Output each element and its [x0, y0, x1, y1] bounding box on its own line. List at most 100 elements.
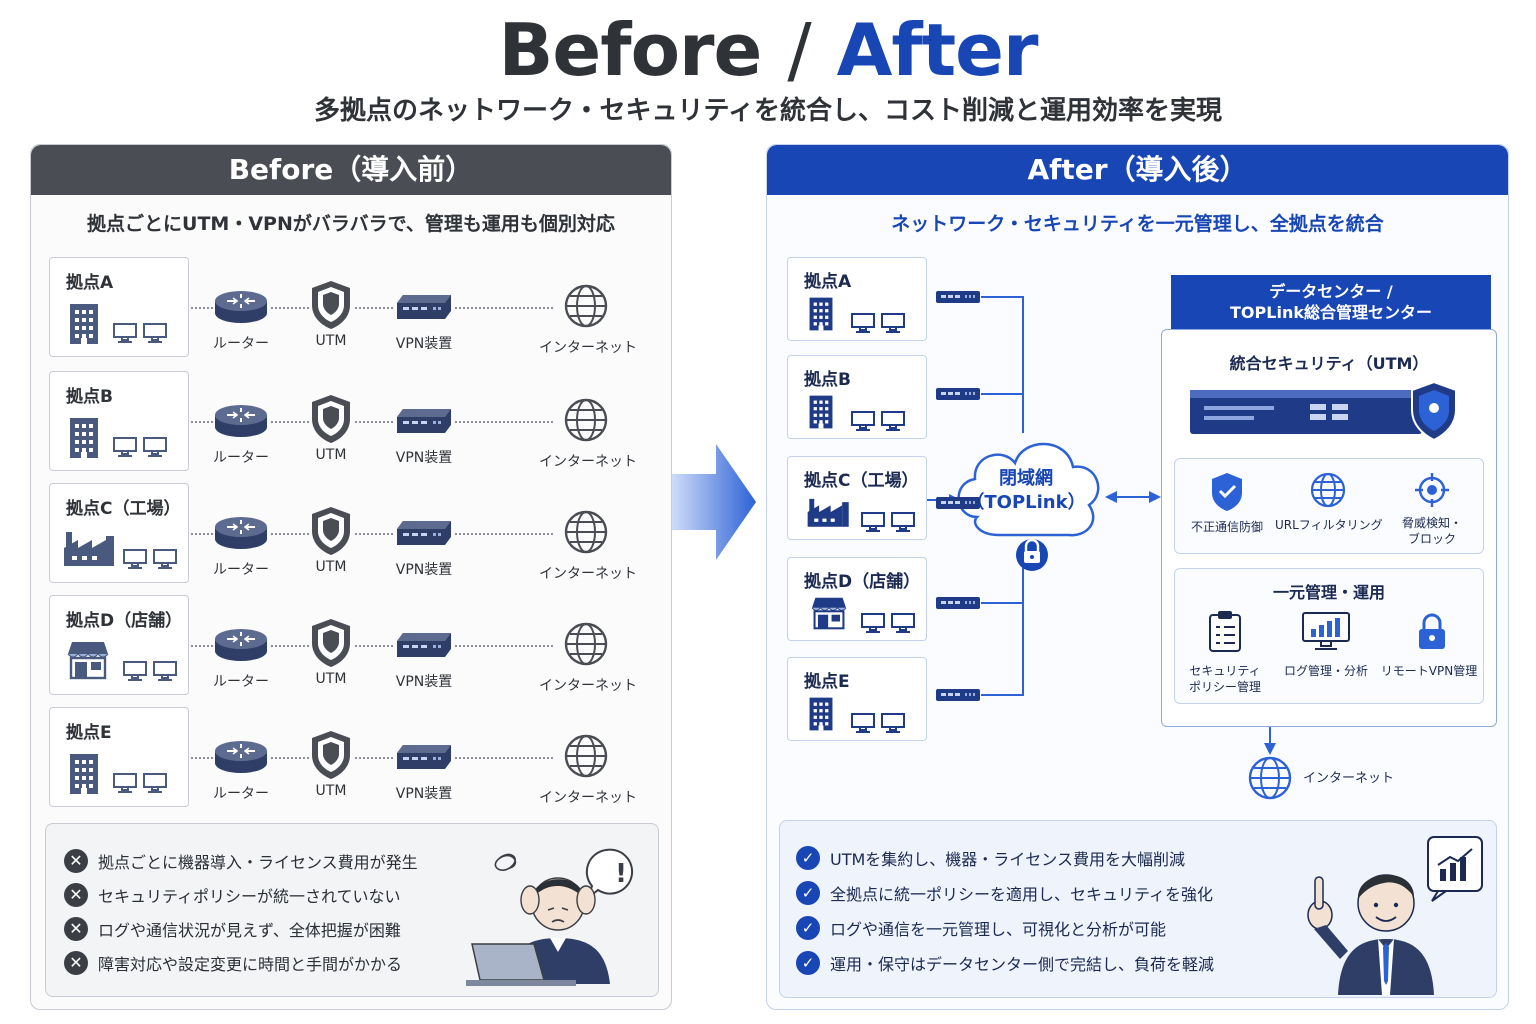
vpn-device [395, 519, 453, 551]
globe-icon [1310, 472, 1346, 508]
utm-shield-icon [312, 281, 350, 329]
site-box: 拠点E [49, 707, 189, 807]
datacenter-box: 統合セキュリティ（UTM） 不正通信防御 [1161, 329, 1497, 727]
vpn-device-icon [397, 409, 451, 433]
utm-label: UTM [315, 559, 347, 575]
globe-icon [564, 622, 608, 666]
transition-arrow-icon [672, 444, 756, 560]
after-site-box: 拠点D（店舗） [787, 557, 927, 641]
site-switch [935, 595, 981, 615]
computer-icon [153, 661, 177, 681]
issue-item: ✕ログや通信状況が見えず、全体把握が困難 [64, 916, 401, 942]
computer-icon [881, 713, 905, 733]
internet-label: インターネット [539, 340, 637, 356]
exclaim-text: ! [615, 859, 627, 889]
computer-icon [861, 613, 885, 633]
building-icon [70, 304, 98, 344]
computer-icon [113, 437, 137, 457]
before-subheading: 拠点ごとにUTM・VPNがバラバラで、管理も運用も個別対応 [87, 213, 615, 235]
site-name: 拠点C（工場） [66, 499, 181, 519]
management-title: 一元管理・運用 [1272, 583, 1385, 602]
shield-check-icon [1212, 473, 1242, 511]
main-title: Before/After [0, 8, 1536, 92]
computer-icon [143, 773, 167, 793]
check-icon: ✓ [796, 881, 820, 905]
site-name: 拠点D（店舗） [66, 611, 183, 631]
feature-label: 不正通信防御 [1190, 520, 1263, 534]
confident-person-icon [1307, 836, 1483, 995]
factory-icon [64, 532, 114, 566]
closed-network-cloud: 閉域網 （TOPLink） [966, 468, 1086, 513]
utm-shield-icon [312, 731, 350, 779]
utm-shield-icon [312, 395, 350, 443]
after-site-box: 拠点C（工場） [787, 456, 927, 540]
network-switch-icon [936, 497, 980, 509]
internet-label: インターネット [1303, 771, 1395, 786]
site-name: 拠点E [804, 672, 850, 692]
site-name: 拠点B [66, 387, 113, 407]
site-name: 拠点A [804, 272, 852, 292]
cross-icon: ✕ [64, 951, 88, 975]
before-issues: ✕拠点ごとに機器導入・ライセンス費用が発生 ✕セキュリティポリシーが統一されてい… [45, 823, 659, 997]
globe-icon [564, 398, 608, 442]
computer-icon [123, 549, 147, 569]
computer-icon [113, 773, 137, 793]
benefit-item: ✓ログや通信を一元管理し、可視化と分析が可能 [796, 915, 1166, 941]
vpn-label: VPN装置 [395, 336, 453, 352]
cross-icon: ✕ [64, 883, 88, 907]
after-benefits: ✓UTMを集約し、機器・ライセンス費用を大幅削減 ✓全拠点に統一ポリシーを適用し… [779, 820, 1497, 998]
building-icon [809, 697, 833, 731]
vpn-device [395, 631, 453, 663]
benefit-item: ✓全拠点に統一ポリシーを適用し、セキュリティを強化 [796, 880, 1213, 906]
cross-icon: ✕ [64, 917, 88, 941]
internet-globe [563, 397, 609, 447]
utm-appliance-icon [1190, 380, 1457, 442]
cross-icon: ✕ [64, 849, 88, 873]
site-switch [935, 495, 981, 515]
internet-label: インターネット [539, 454, 637, 470]
security-features-box: 不正通信防御 URLフィルタリング 脅威検知・ ブロック [1174, 458, 1484, 554]
vpn-label: VPN装置 [395, 674, 453, 690]
site-name: 拠点D（店舗） [804, 572, 921, 592]
utm-label: UTM [315, 783, 347, 799]
computer-icon [881, 411, 905, 431]
site-name: 拠点C（工場） [804, 471, 919, 491]
computer-icon [143, 437, 167, 457]
utm-shield-icon [312, 507, 350, 555]
globe-icon [564, 734, 608, 778]
vpn-label: VPN装置 [395, 786, 453, 802]
router-label: ルーター [213, 674, 269, 690]
utm [309, 617, 353, 671]
vpn-label: VPN装置 [395, 562, 453, 578]
site-switch [935, 386, 981, 406]
datacenter-heading: データセンター / TOPLink総合管理センター [1171, 275, 1491, 329]
router [213, 735, 269, 779]
network-switch-icon [936, 291, 980, 303]
router-label: ルーター [213, 562, 269, 578]
before-panel: Before（導入前） 拠点ごとにUTM・VPNがバラバラで、管理も運用も個別対… [30, 144, 672, 1010]
issue-item: ✕セキュリティポリシーが統一されていない [64, 882, 401, 908]
router-icon [215, 629, 267, 661]
title-slash: / [787, 8, 811, 92]
security-title: 統合セキュリティ（UTM） [1229, 354, 1429, 373]
utm-label: UTM [315, 671, 347, 687]
target-icon [1415, 473, 1449, 507]
vpn-device-icon [397, 633, 451, 657]
site-name: 拠点B [804, 370, 851, 390]
lock-icon [1419, 613, 1445, 649]
internet-globe [563, 283, 609, 333]
internet-globe [563, 621, 609, 671]
computer-icon [861, 512, 885, 532]
vpn-device-icon [397, 295, 451, 319]
utm [309, 393, 353, 447]
network-switch-icon [936, 388, 980, 400]
title-before: Before [498, 8, 763, 92]
building-icon [70, 754, 98, 794]
router [213, 623, 269, 667]
computer-icon [153, 549, 177, 569]
internet-globe [563, 509, 609, 559]
vpn-device [395, 293, 453, 325]
computer-icon [891, 613, 915, 633]
